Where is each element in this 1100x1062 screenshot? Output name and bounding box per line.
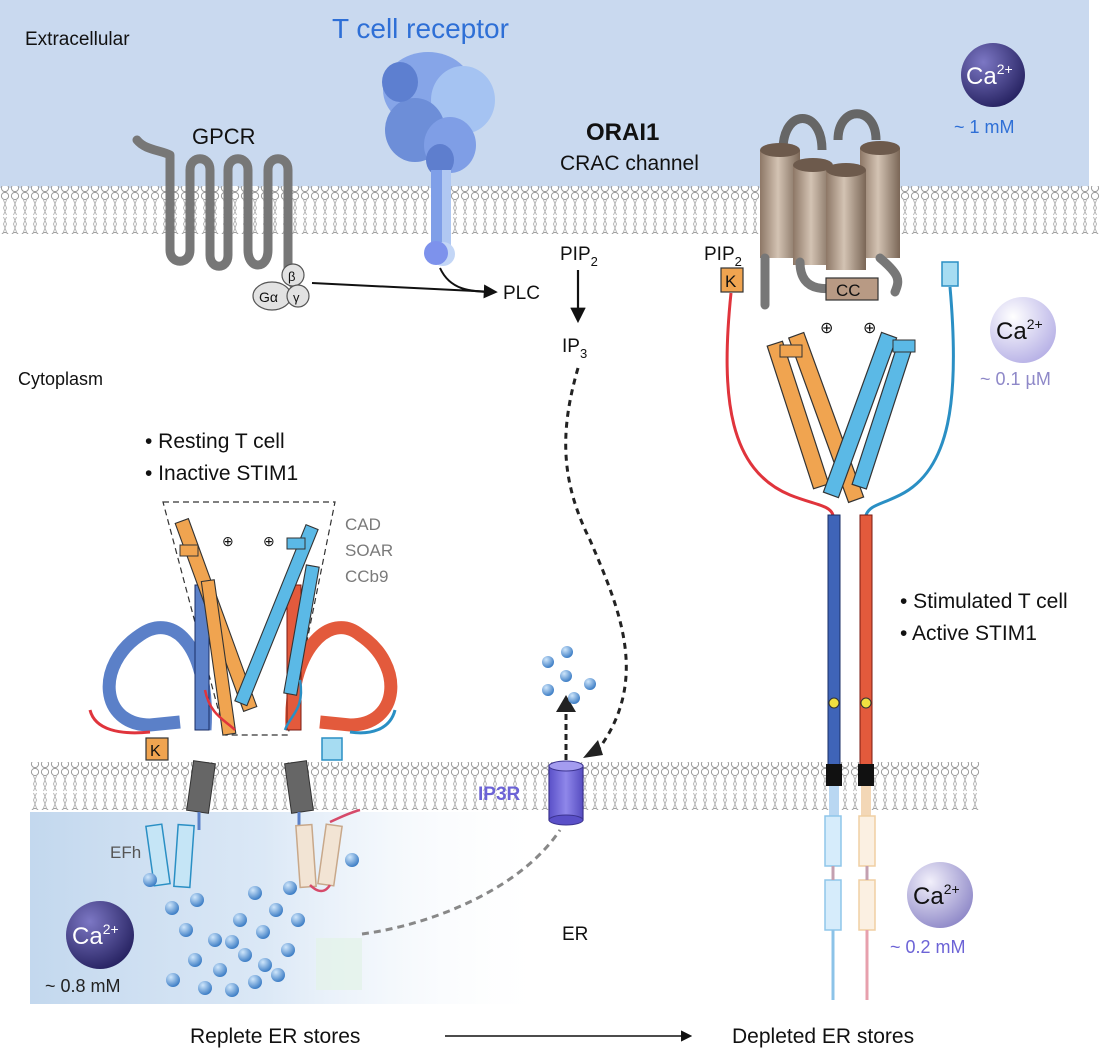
replete-label: Replete ER stores	[190, 1025, 360, 1048]
plasma-membrane	[0, 186, 1100, 234]
ca-conc-cytoplasm: ~ 0.1 µM	[980, 369, 1051, 389]
extracellular-label: Extracellular	[25, 29, 130, 50]
plc-label: PLC	[503, 283, 540, 304]
ca-badge-er-replete: Ca2+	[66, 901, 134, 969]
ip3r-label: IP3R	[478, 784, 521, 805]
er-small-box	[316, 938, 362, 990]
ca-conc-er-replete: ~ 0.8 mM	[45, 976, 121, 996]
resting-stim1: ⊕ ⊕ K	[88, 501, 398, 893]
er-calcium-balls	[165, 881, 305, 997]
orai1-label: ORAI1	[586, 119, 659, 146]
plus-left-1: ⊕	[222, 533, 234, 549]
blue-box-right	[941, 261, 959, 287]
plus-right-1: ⊕	[820, 320, 833, 337]
crac-label: CRAC channel	[560, 152, 699, 175]
g-beta-label: β	[288, 269, 295, 284]
ip3r-release-arrowhead	[556, 695, 576, 712]
er-label: ER	[562, 924, 588, 945]
ca-conc-extracellular: ~ 1 mM	[954, 117, 1015, 137]
g-alpha-label: Gα	[259, 289, 278, 305]
gpcr-to-plc-arrow	[311, 282, 498, 299]
er-leak-path	[361, 829, 562, 936]
efh-label: EFh	[110, 843, 141, 862]
k-label-left: K	[150, 743, 161, 760]
ca-badge-extracellular: Ca2+	[961, 43, 1025, 107]
tcr-label: T cell receptor	[332, 13, 509, 44]
gpcr	[132, 135, 301, 293]
ip3r-channel	[548, 760, 584, 826]
tcr-to-plc-arrow	[439, 267, 496, 293]
gpcr-label: GPCR	[192, 124, 256, 149]
cytoplasm-label: Cytoplasm	[18, 369, 103, 389]
pip2-right-label: PIP2	[704, 244, 742, 269]
cad-label: CAD	[345, 515, 381, 534]
ccb9-label: CCb9	[345, 567, 388, 586]
svg-text:Ca2+: Ca2+	[913, 881, 960, 910]
ip3-arrowhead	[583, 740, 603, 758]
t-cell-receptor	[382, 52, 495, 266]
extracellular-region	[0, 0, 1089, 188]
depleted-label: Depleted ER stores	[732, 1025, 914, 1048]
pip2-label: PIP2	[560, 244, 598, 269]
resting-line-1: • Resting T cell	[145, 430, 285, 453]
ca-conc-er-depleted: ~ 0.2 mM	[890, 937, 966, 957]
ca-badge-cytoplasm: Ca2+	[990, 297, 1056, 363]
stimulated-line-2: • Active STIM1	[900, 622, 1037, 645]
svg-text:Ca2+: Ca2+	[996, 316, 1043, 345]
plus-right-2: ⊕	[863, 320, 876, 337]
released-calcium	[542, 646, 596, 704]
k-box-right	[720, 267, 744, 293]
g-protein: Gα β γ	[252, 263, 310, 311]
ca-badge-er-depleted: Ca2+	[907, 862, 973, 928]
svg-text:Ca2+: Ca2+	[72, 921, 119, 950]
cc-label: CC	[836, 281, 861, 300]
cc-box	[825, 277, 879, 301]
k-box-left	[145, 737, 169, 761]
ip3-diffusion-path	[564, 367, 628, 751]
active-stim1: ⊕ ⊕	[725, 286, 955, 1000]
plus-left-2: ⊕	[263, 533, 275, 549]
g-gamma-label: γ	[293, 290, 300, 305]
orai1-channel: CC	[760, 109, 903, 310]
soar-label: SOAR	[345, 541, 393, 560]
ip3-label: IP3	[562, 336, 587, 361]
k-label-right: K	[725, 272, 737, 291]
stimulated-line-1: • Stimulated T cell	[900, 590, 1068, 613]
resting-line-2: • Inactive STIM1	[145, 462, 298, 485]
svg-text:Ca2+: Ca2+	[966, 61, 1013, 90]
